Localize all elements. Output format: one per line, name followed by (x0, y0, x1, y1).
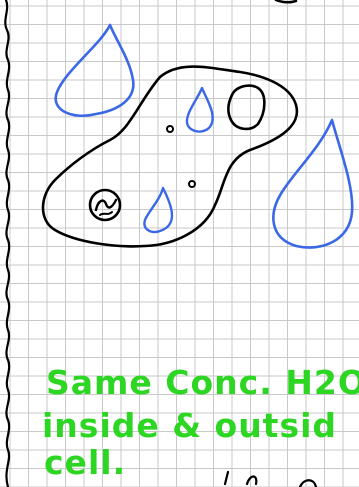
organelle-vacuole (227, 84, 266, 131)
nucleus-squiggle (99, 211, 113, 216)
nucleus-squiggle (94, 198, 118, 212)
torn-page-edge (4, 0, 11, 487)
nucleus-icon (88, 188, 122, 222)
water-drop-icon (54, 23, 135, 118)
bottom-scribble (223, 470, 318, 487)
water-drop-icon (185, 86, 214, 133)
top-scribble (274, 0, 298, 4)
water-drop-icon (143, 186, 174, 234)
note-line-1: Same Conc. H2O (46, 363, 359, 402)
water-drop-icon (272, 118, 354, 249)
note-line-2: inside & outsid (42, 406, 337, 445)
cell-membrane-outline (41, 65, 299, 248)
particle-dot (188, 180, 196, 188)
note-line-3: cell. (44, 443, 126, 482)
particle-dot (166, 125, 174, 133)
